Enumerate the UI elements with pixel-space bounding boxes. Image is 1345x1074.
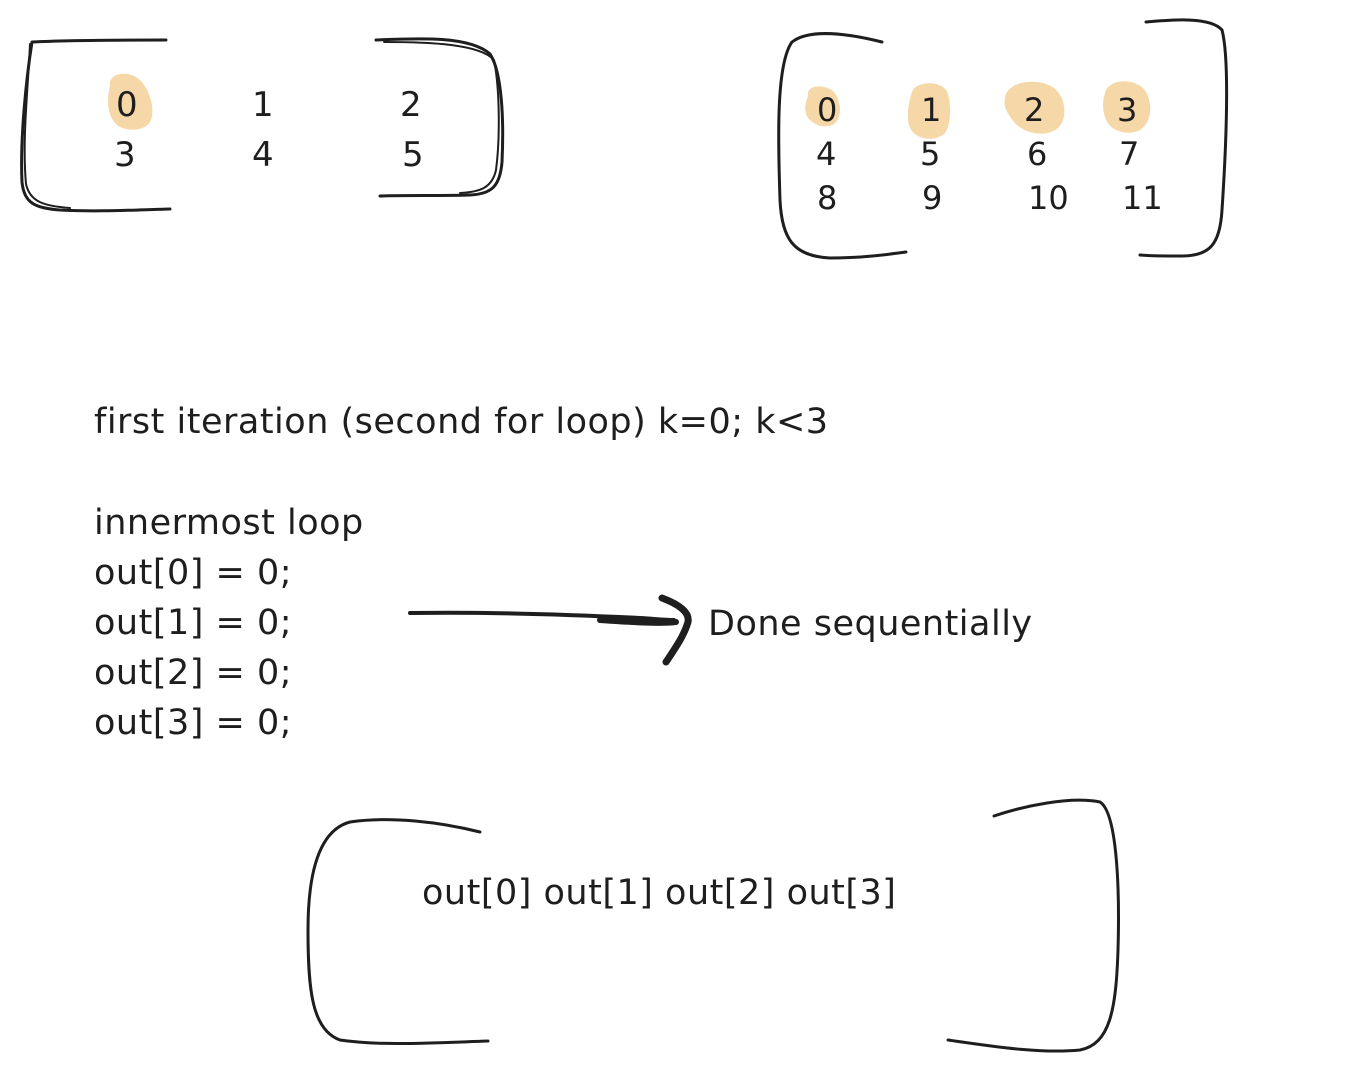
matrix-a-left-bracket-echo [23, 43, 71, 209]
matrix-b-cell: 3 [1117, 91, 1138, 129]
matrix-b-cell: 1 [921, 91, 942, 129]
output-right-bracket [946, 798, 1120, 1053]
matrix-a-cell: 5 [402, 135, 424, 175]
matrix-a-cell: 4 [252, 135, 274, 175]
matrix-a-left-bracket [20, 38, 172, 213]
matrix-b-cell: 0 [817, 91, 838, 129]
matrix-a-right-bracket-echo [383, 41, 500, 194]
highlight-marks [108, 73, 1151, 139]
assignment-line: out[2] = 0; [94, 653, 293, 693]
highlight-b-2 [1004, 81, 1065, 134]
output-cells: out[0] out[1] out[2] out[3] [422, 873, 897, 913]
highlight-b-1 [907, 83, 951, 139]
matrix-b-cell: 8 [817, 179, 838, 217]
matrix-b-cell: 11 [1122, 179, 1163, 217]
matrix-b-cell: 9 [922, 179, 943, 217]
matrix-b-left-bracket [777, 32, 908, 260]
matrix-a-right-bracket [374, 37, 505, 198]
matrix-a-cell: 0 [116, 85, 138, 125]
innermost-loop-label: innermost loop [94, 503, 364, 543]
arrow-label: Done sequentially [708, 604, 1033, 644]
assignment-line: out[1] = 0; [94, 603, 293, 643]
matrix-a-cell: 2 [400, 85, 422, 125]
iteration-note: first iteration (second for loop) k=0; k… [94, 402, 829, 442]
arrow-head [658, 594, 692, 666]
arrow-shaft [408, 610, 676, 622]
highlight-a-0 [108, 73, 153, 130]
matrix-b-cell: 7 [1119, 135, 1140, 173]
matrix-b-cell: 6 [1027, 135, 1048, 173]
highlight-b-3 [1103, 81, 1151, 133]
assignment-line: out[0] = 0; [94, 553, 293, 593]
matrix-b-cell: 10 [1028, 179, 1069, 217]
assignment-line: out[3] = 0; [94, 703, 293, 743]
arrow [408, 594, 692, 666]
matrix-b-cell: 2 [1024, 91, 1045, 129]
arrow-shaft-thick [597, 617, 679, 626]
output-left-bracket [306, 818, 490, 1046]
highlight-b-0 [805, 86, 840, 127]
matrix-b-cell: 5 [920, 135, 941, 173]
matrix-b-right-bracket [1138, 18, 1229, 258]
matrix-a-cell: 1 [252, 85, 274, 125]
matrix-a-cell: 3 [114, 135, 136, 175]
matrix-b-cell: 4 [816, 135, 837, 173]
